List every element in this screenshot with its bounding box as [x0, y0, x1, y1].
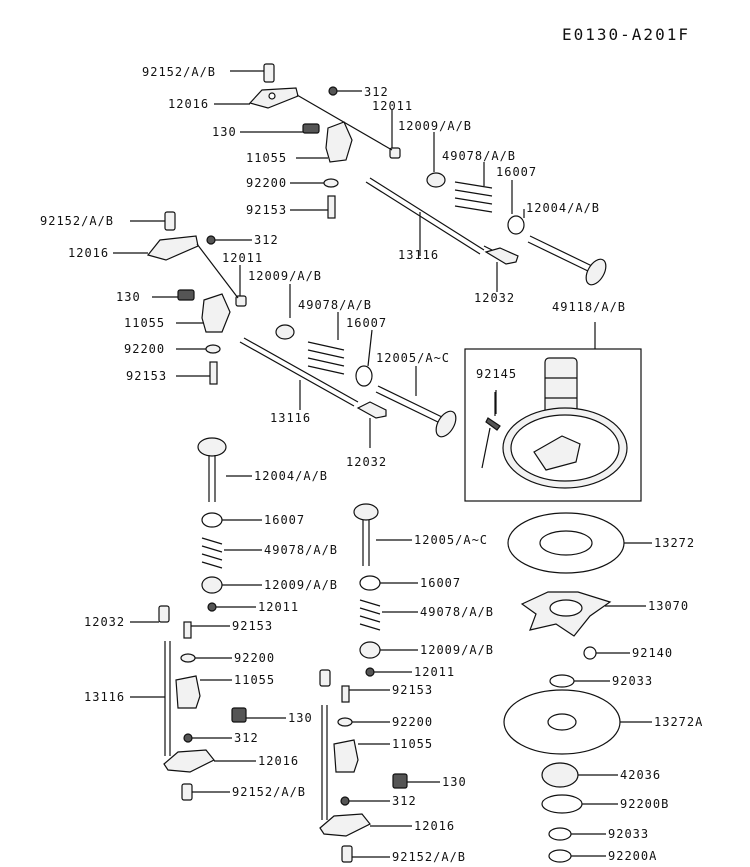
part-label: 16007 [346, 316, 387, 330]
part-label: 92153 [126, 369, 167, 383]
part-label: 312 [392, 794, 417, 808]
part-label: 49078/A/B [264, 543, 338, 557]
leader-lines [113, 70, 652, 858]
part-label: 92200 [246, 176, 287, 190]
part-label: 49078/A/B [298, 298, 372, 312]
part-label: 12032 [346, 455, 387, 469]
part-label: 13116 [398, 248, 439, 262]
part-label: 49078/A/B [420, 605, 494, 619]
part-label: 16007 [264, 513, 305, 527]
part-label: 92200 [234, 651, 275, 665]
pushrod-upper-1 [365, 177, 485, 255]
valve-upper-exhaust [527, 235, 607, 286]
part-label: 49078/A/B [442, 149, 516, 163]
part-label: 130 [442, 775, 467, 789]
part-label: 92152/A/B [40, 214, 114, 228]
part-label: 16007 [420, 576, 461, 590]
pushrod-upper-2 [239, 337, 359, 407]
part-label: 92153 [232, 619, 273, 633]
part-label: 92153 [246, 203, 287, 217]
part-label: 92033 [608, 827, 649, 841]
camshaft-box [464, 322, 642, 502]
part-label: 13116 [270, 411, 311, 425]
part-label: 11055 [124, 316, 165, 330]
part-label: 12009/A/B [248, 269, 322, 283]
part-label: 312 [364, 85, 389, 99]
part-label: 12005/A~C [414, 533, 488, 547]
part-label: 92200A [608, 849, 657, 863]
part-label: 16007 [496, 165, 537, 179]
rocker-assembly-upper-1 [248, 63, 401, 219]
rocker-assembly-lower-left [158, 605, 247, 801]
part-labels: 92152/A/B 12016 312 12011 130 12009/A/B … [40, 65, 703, 864]
part-label: 12032 [84, 615, 125, 629]
part-label: 11055 [234, 673, 275, 687]
part-label: 13272A [654, 715, 703, 729]
part-label: 92200B [620, 797, 669, 811]
part-label: 12032 [474, 291, 515, 305]
part-label: 92200 [392, 715, 433, 729]
rocker-assembly-lower-middle [319, 669, 408, 863]
part-label: 12011 [258, 600, 299, 614]
part-label: 92033 [612, 674, 653, 688]
part-label: 92152/A/B [232, 785, 306, 799]
part-label: 12016 [258, 754, 299, 768]
spring-upper-2 [275, 324, 387, 419]
spring-upper-1 [426, 172, 525, 235]
part-label: 12004/A/B [254, 469, 328, 483]
part-label: 92145 [476, 367, 517, 381]
part-label: 12005/A~C [376, 351, 450, 365]
part-label: 11055 [392, 737, 433, 751]
part-label: 92153 [392, 683, 433, 697]
part-label: 12016 [68, 246, 109, 260]
valve-lower-middle [353, 503, 381, 677]
part-label: 13116 [84, 690, 125, 704]
part-label: 12009/A/B [398, 119, 472, 133]
part-label: 13070 [648, 599, 689, 613]
part-label: 42036 [620, 768, 661, 782]
valve-lower-left [197, 437, 227, 612]
part-label: 92152/A/B [142, 65, 216, 79]
part-label: 92152/A/B [392, 850, 466, 864]
part-label: 130 [288, 711, 313, 725]
part-label: 92200 [124, 342, 165, 356]
part-label: 12011 [222, 251, 263, 265]
part-label: 312 [254, 233, 279, 247]
part-label: 12016 [168, 97, 209, 111]
part-label: 12016 [414, 819, 455, 833]
part-label: 12004/A/B [526, 201, 600, 215]
part-label: 130 [212, 125, 237, 139]
part-label: 49118/A/B [552, 300, 626, 314]
diagram-code: E0130-A201F [562, 25, 690, 44]
part-label: 13272 [654, 536, 695, 550]
rocker-assembly-upper-2 [146, 211, 247, 385]
governor-stack [503, 512, 625, 863]
part-label: 92140 [632, 646, 673, 660]
part-label: 12011 [414, 665, 455, 679]
part-label: 11055 [246, 151, 287, 165]
valve-upper-1 [483, 245, 519, 265]
part-label: 12011 [372, 99, 413, 113]
part-label: 12009/A/B [264, 578, 338, 592]
part-label: 130 [116, 290, 141, 304]
part-label: 312 [234, 731, 259, 745]
valve-upper-2-intake [375, 385, 457, 438]
part-label: 12009/A/B [420, 643, 494, 657]
